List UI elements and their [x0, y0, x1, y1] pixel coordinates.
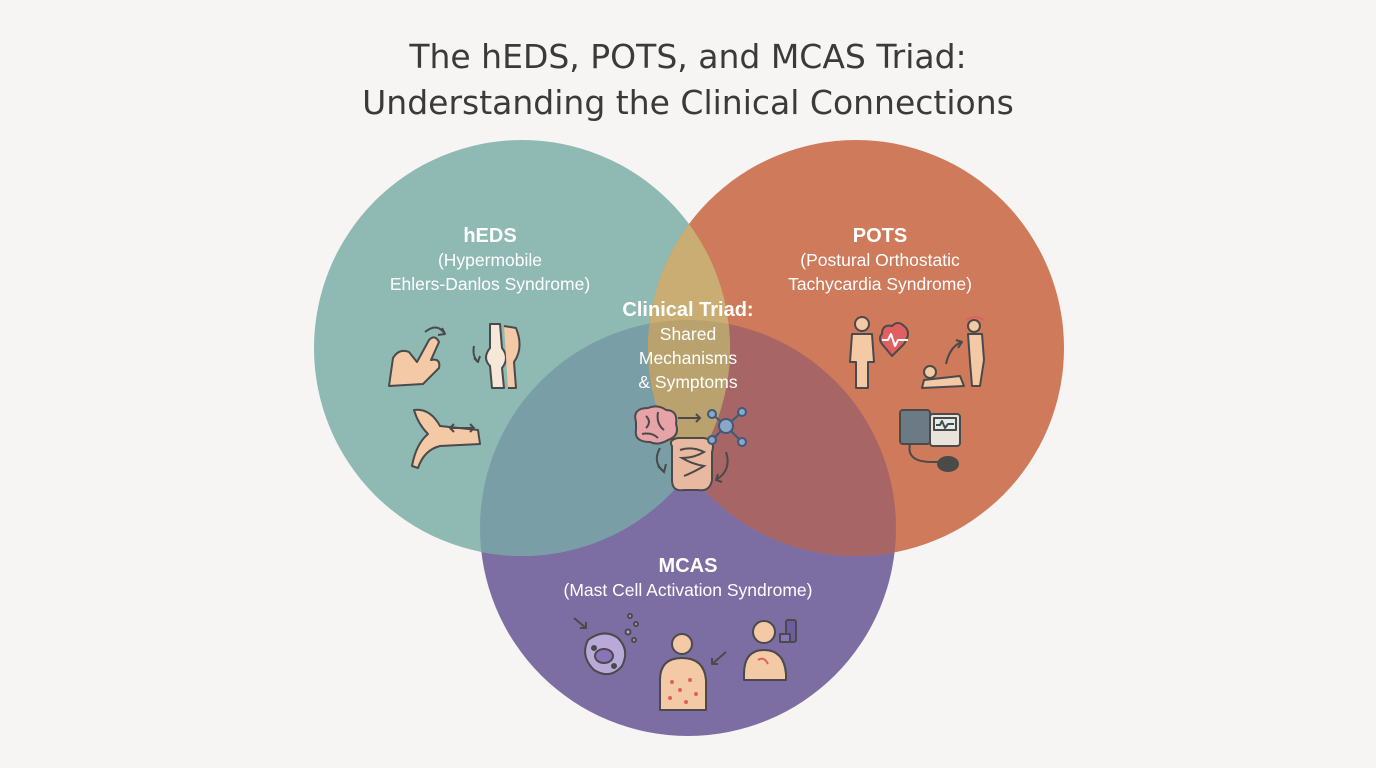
mcas-label: MCAS (Mast Cell Activation Syndrome): [508, 554, 868, 602]
heds-name: hEDS: [340, 224, 640, 248]
pots-label: POTS (Postural Orthostatic Tachycardia S…: [730, 224, 1030, 296]
overlap-desc-line-2: Mechanisms: [588, 346, 788, 370]
overlap-desc-line-1: Shared: [588, 322, 788, 346]
pots-desc-line-2: Tachycardia Syndrome): [730, 272, 1030, 296]
overlap-label: Clinical Triad: Shared Mechanisms & Symp…: [588, 298, 788, 394]
gut-icon: [671, 438, 713, 490]
overlap-name: Clinical Triad:: [588, 298, 788, 322]
heds-desc-line-2: Ehlers-Danlos Syndrome): [340, 272, 640, 296]
pots-desc-line-1: (Postural Orthostatic: [730, 248, 1030, 272]
mcas-name: MCAS: [508, 554, 868, 578]
heds-desc-line-1: (Hypermobile: [340, 248, 640, 272]
heds-label: hEDS (Hypermobile Ehlers-Danlos Syndrome…: [340, 224, 640, 296]
overlap-desc-line-3: & Symptoms: [588, 370, 788, 394]
mcas-desc-line-1: (Mast Cell Activation Syndrome): [508, 578, 868, 602]
brain-icon: [635, 406, 677, 443]
pots-name: POTS: [730, 224, 1030, 248]
